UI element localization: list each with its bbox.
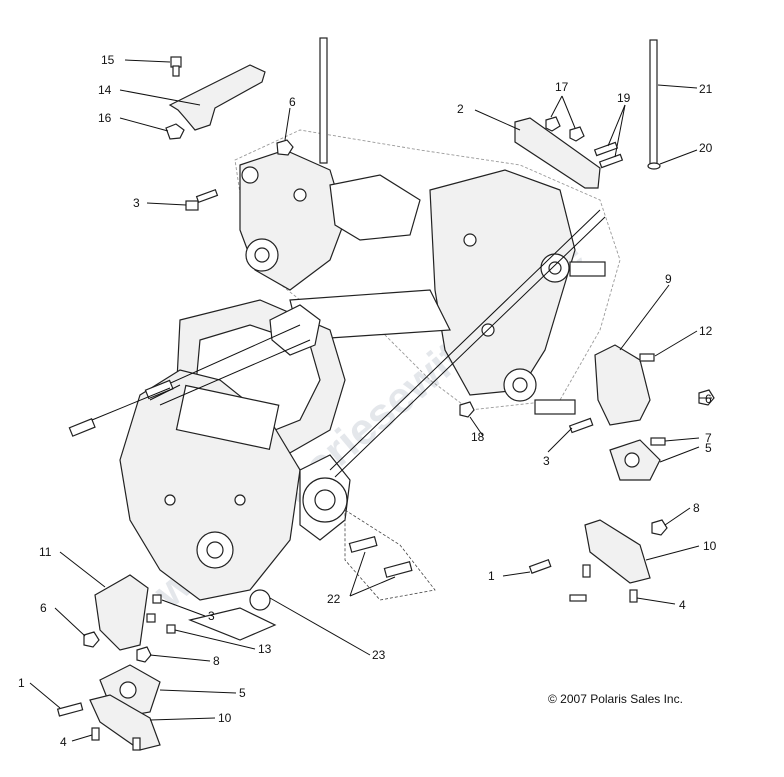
bolt-3-upper <box>185 200 199 211</box>
callout-20: 20 <box>699 141 713 155</box>
bracket-10-left <box>89 694 161 751</box>
nut-8-left <box>136 646 152 663</box>
leader-lines <box>29 59 712 742</box>
callout-10-right: 10 <box>703 539 717 553</box>
callout-labels: 15 14 16 6 3 2 17 19 21 20 9 12 6 7 3 5 … <box>18 53 717 749</box>
callout-14: 14 <box>98 83 112 97</box>
bolt-19b <box>598 153 624 169</box>
callout-6-upper: 6 <box>289 95 296 109</box>
stud-22b <box>383 561 413 578</box>
bracket-10-right <box>584 519 651 584</box>
callout-16: 16 <box>98 111 112 125</box>
bolt-3-left <box>152 594 162 604</box>
callout-3-left: 3 <box>208 609 215 623</box>
callout-3-upper: 3 <box>133 196 140 210</box>
drive-shaft-line-2 <box>334 216 606 478</box>
callout-2: 2 <box>457 102 464 116</box>
callout-3-right: 3 <box>543 454 550 468</box>
callout-4-left: 4 <box>60 735 67 749</box>
nut-16 <box>165 123 185 140</box>
bolt-4-left-b <box>132 737 141 751</box>
bolt-4-right-c <box>629 589 638 603</box>
drive-shaft-line <box>329 209 601 471</box>
bolt-13 <box>166 624 176 634</box>
rod-right <box>649 39 658 166</box>
callout-8-left: 8 <box>213 654 220 668</box>
bolt-4-left-a <box>91 727 100 741</box>
bolt-12 <box>639 353 655 362</box>
washer-20 <box>647 162 661 170</box>
callout-7: 7 <box>705 431 712 445</box>
callout-6-left: 6 <box>40 601 47 615</box>
nut-6-upper <box>276 139 294 156</box>
bolt-3-right <box>568 417 594 434</box>
callout-4-right: 4 <box>679 598 686 612</box>
bolt-4-right-b <box>569 594 587 602</box>
callout-22: 22 <box>327 592 341 606</box>
bolt-7 <box>650 437 666 446</box>
bracket-9 <box>594 344 651 426</box>
callout-19: 19 <box>617 91 631 105</box>
bracket-14 <box>168 64 266 131</box>
rod-left <box>319 37 328 164</box>
bolt-19a <box>593 141 619 157</box>
callout-21: 21 <box>699 82 713 96</box>
stud-22a <box>348 536 378 553</box>
nut-17a <box>545 116 561 132</box>
nut-18 <box>459 401 475 418</box>
callout-8-right: 8 <box>693 501 700 515</box>
nut-17b <box>569 126 585 142</box>
callout-11: 11 <box>39 545 52 559</box>
bolt-1-right <box>528 558 552 574</box>
nut-6-left <box>83 631 100 648</box>
bolt-left-b <box>146 613 156 623</box>
callout-10-left: 10 <box>218 711 232 725</box>
bolt-1-left <box>56 702 84 717</box>
nut-8-right <box>651 519 668 536</box>
callout-5-right: 5 <box>705 441 712 455</box>
engine-illustration <box>68 299 351 641</box>
callout-12: 12 <box>699 324 713 338</box>
callout-6-right: 6 <box>705 392 712 406</box>
callout-13: 13 <box>258 642 272 656</box>
callout-15: 15 <box>101 53 115 67</box>
plate-2 <box>514 117 601 189</box>
bracket-11 <box>94 574 149 651</box>
callout-23: 23 <box>372 648 386 662</box>
copyright-text: © 2007 Polaris Sales Inc. <box>548 692 683 706</box>
callout-1-left: 1 <box>18 676 25 690</box>
callout-17: 17 <box>555 80 569 94</box>
callout-18: 18 <box>471 430 485 444</box>
bolt-4-right-a <box>582 564 591 578</box>
callout-9: 9 <box>665 272 672 286</box>
callout-1-right: 1 <box>488 569 495 583</box>
callout-5-left: 5 <box>239 686 246 700</box>
